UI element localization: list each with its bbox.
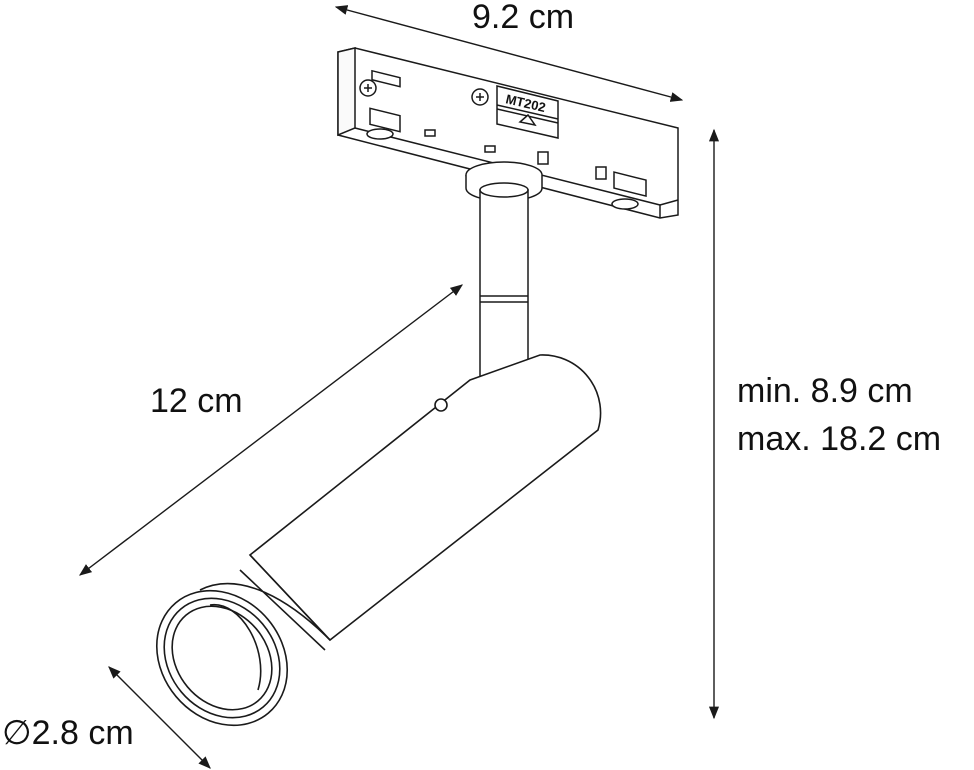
- height-min-label: min. 8.9 cm: [737, 372, 913, 410]
- stem: [465, 161, 543, 391]
- height-max-label: max. 18.2 cm: [737, 420, 942, 458]
- length-arrow: [78, 284, 464, 576]
- width-dimension-label: 9.2 cm: [472, 0, 575, 36]
- spotlight-body: [155, 354, 602, 727]
- diameter-arrow: [108, 666, 211, 769]
- diameter-label: ∅2.8 cm: [2, 714, 134, 752]
- length-dimension-label: 12 cm: [150, 382, 243, 420]
- lens-inner-ring: [171, 605, 273, 711]
- dimension-arrows: [78, 5, 720, 769]
- width-arrow: [334, 5, 684, 102]
- track-adapter: [337, 47, 679, 219]
